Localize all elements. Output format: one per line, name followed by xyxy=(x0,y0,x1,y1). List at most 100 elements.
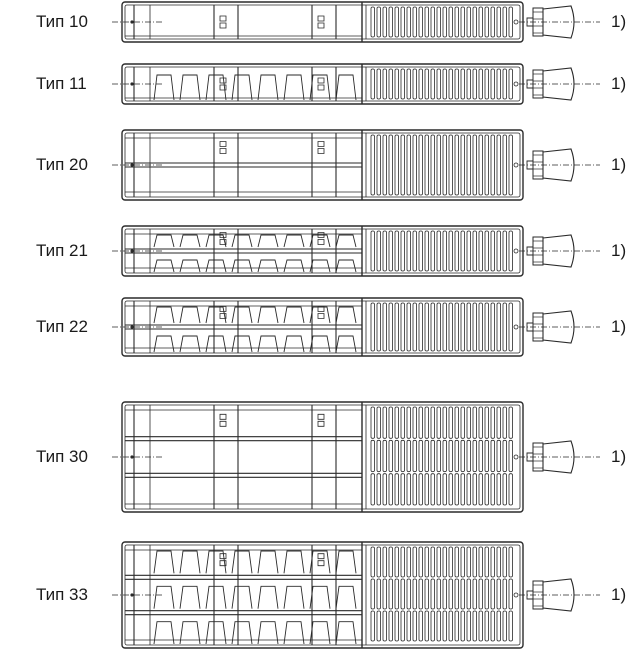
thermostat-valve-icon xyxy=(527,235,574,267)
connection-point xyxy=(513,324,519,330)
grille-slots xyxy=(371,474,513,505)
convector-fin xyxy=(258,260,278,272)
convector-fin xyxy=(180,235,200,247)
grille-slot xyxy=(473,69,477,99)
convector-fin xyxy=(154,586,174,608)
convector-fin xyxy=(258,622,278,644)
convector-fin xyxy=(336,307,356,323)
convector-fin xyxy=(258,336,278,352)
connection-point xyxy=(513,592,519,598)
grille-slot xyxy=(485,303,489,351)
center-dot xyxy=(130,249,134,253)
grille-slot xyxy=(455,231,459,271)
grille-slot xyxy=(377,547,381,577)
grille-slot xyxy=(479,231,483,271)
grille-slot xyxy=(491,579,495,609)
grille-slot xyxy=(395,440,399,471)
grille-slot xyxy=(401,611,405,641)
convector-fin xyxy=(206,586,226,608)
convector-fin xyxy=(232,622,252,644)
convector-fins xyxy=(154,622,356,644)
grille-slot xyxy=(503,579,507,609)
grille-slot xyxy=(485,611,489,641)
grille-slot xyxy=(389,474,393,505)
grille-slot xyxy=(413,547,417,577)
convector-fin xyxy=(336,260,356,272)
convector-fin xyxy=(284,586,304,608)
convector-fin xyxy=(258,307,278,323)
grille-slot xyxy=(395,474,399,505)
radiator-row xyxy=(112,2,600,42)
grille-slot xyxy=(425,611,429,641)
center-dot xyxy=(130,82,134,86)
convector-fin xyxy=(310,75,330,100)
grille-slot xyxy=(497,69,501,99)
grille-slot xyxy=(449,69,453,99)
radiator-type-label: Тип 11 xyxy=(36,74,87,93)
valve-head xyxy=(543,235,574,267)
grille-slot xyxy=(383,303,387,351)
grille-slot xyxy=(455,407,459,438)
grille-slot xyxy=(497,547,501,577)
grille-slots xyxy=(371,231,513,271)
grille-slot xyxy=(473,474,477,505)
grille-slot xyxy=(371,547,375,577)
radiator-outline xyxy=(122,226,523,276)
grille-slot xyxy=(413,440,417,471)
valve-head xyxy=(543,311,574,343)
grille-slot xyxy=(497,407,501,438)
grille-slot xyxy=(383,407,387,438)
grille-slot xyxy=(509,579,513,609)
grille-slot xyxy=(383,474,387,505)
grille-slot xyxy=(485,474,489,505)
grille-slot xyxy=(431,579,435,609)
grille-slot xyxy=(371,303,375,351)
grille-slot xyxy=(497,7,501,37)
radiator-type-label: Тип 20 xyxy=(36,155,88,174)
grille-slot xyxy=(407,579,411,609)
center-dot xyxy=(130,593,134,597)
grille-slot xyxy=(485,547,489,577)
grille-slot xyxy=(503,474,507,505)
grille-slot xyxy=(431,231,435,271)
convector-fin xyxy=(180,307,200,323)
grille-slot xyxy=(377,69,381,99)
radiator-row xyxy=(112,542,600,648)
grille-slot xyxy=(467,440,471,471)
radiator-outline xyxy=(122,130,523,200)
convector-fin xyxy=(154,551,174,573)
bracket-slot xyxy=(220,85,226,90)
convector-fin xyxy=(284,622,304,644)
grille-slot xyxy=(383,611,387,641)
grille-slot xyxy=(509,7,513,37)
grille-slot xyxy=(431,7,435,37)
grille-slot xyxy=(425,231,429,271)
grille-slot xyxy=(389,440,393,471)
grille-slot xyxy=(431,303,435,351)
convector-fin xyxy=(180,336,200,352)
convector-fin xyxy=(154,336,174,352)
grille-slot xyxy=(389,135,393,195)
grille-slot xyxy=(485,440,489,471)
bracket-slot xyxy=(220,421,226,426)
grille-slot xyxy=(479,135,483,195)
grille-slot xyxy=(377,135,381,195)
connection-point xyxy=(513,81,519,87)
radiator-row xyxy=(112,226,600,276)
grille-slot xyxy=(425,303,429,351)
grille-slot xyxy=(413,69,417,99)
convector-fin xyxy=(232,551,252,573)
convector-fin xyxy=(206,235,226,247)
grille-slot xyxy=(491,7,495,37)
grille-slot xyxy=(395,231,399,271)
grille-slot xyxy=(509,611,513,641)
grille-slot xyxy=(431,611,435,641)
convector-fin xyxy=(284,307,304,323)
convector-fin xyxy=(336,586,356,608)
grille-slot xyxy=(449,547,453,577)
grille-slot xyxy=(401,474,405,505)
grille-slot xyxy=(425,547,429,577)
grille-slot xyxy=(497,303,501,351)
